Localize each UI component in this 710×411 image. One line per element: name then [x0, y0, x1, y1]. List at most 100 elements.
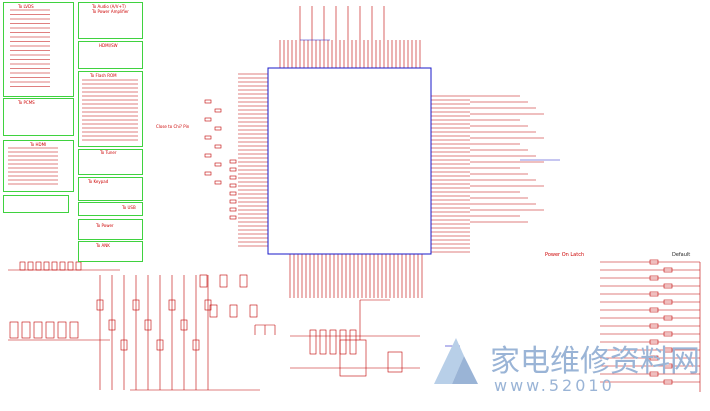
tuner-title: To Tuner [100, 150, 117, 155]
resistor [649, 307, 659, 313]
resistor [204, 99, 212, 104]
resistor [649, 355, 659, 361]
resistor [663, 299, 673, 305]
resistor [649, 323, 659, 329]
hdmi-switch-block [78, 41, 143, 69]
audio-title: To Audio (A/V+T) [92, 4, 126, 9]
resistor [204, 153, 212, 158]
audio-block [78, 2, 143, 39]
component [192, 339, 200, 351]
resistor [663, 283, 673, 289]
resistor [663, 347, 673, 353]
inductor [9, 321, 19, 339]
resistor [229, 183, 237, 188]
component-layer [9, 99, 673, 385]
power-title: To Power [96, 223, 114, 228]
resistor [229, 167, 237, 172]
inductor [45, 321, 55, 339]
resistor [229, 207, 237, 212]
resistor [214, 180, 222, 185]
component [239, 274, 248, 288]
regulator-ic [339, 339, 367, 377]
resistor [319, 329, 327, 355]
resistor [229, 199, 237, 204]
blue-net-layer [300, 39, 560, 347]
usb2-block [78, 202, 143, 216]
inductor [21, 321, 31, 339]
component [219, 274, 228, 288]
wire-layer [8, 6, 701, 392]
flash-block [78, 71, 143, 147]
inductor [69, 321, 79, 339]
inductor [57, 321, 67, 339]
component [132, 299, 140, 311]
resistor [649, 275, 659, 281]
resistor [229, 215, 237, 220]
usb-block [3, 195, 69, 213]
component [229, 304, 238, 318]
resistor [214, 162, 222, 167]
resistor [229, 175, 237, 180]
resistor [204, 135, 212, 140]
inductor [33, 321, 43, 339]
resistor [649, 291, 659, 297]
resistor [214, 126, 222, 131]
component [156, 339, 164, 351]
resistor [663, 363, 673, 369]
main-ic-outline [267, 67, 432, 255]
cap [35, 261, 42, 271]
tuner-block [78, 149, 143, 175]
ank-block [78, 241, 143, 262]
resistor [204, 117, 212, 122]
cap [43, 261, 50, 271]
component [209, 304, 218, 318]
cap [75, 261, 82, 271]
component [199, 274, 208, 288]
component [120, 339, 128, 351]
power-block [78, 219, 143, 240]
main-ic [267, 67, 432, 255]
cap [27, 261, 34, 271]
pcms-block [3, 98, 74, 136]
component [108, 319, 116, 331]
lvds-block [3, 2, 74, 97]
resistor [649, 371, 659, 377]
resistor [663, 331, 673, 337]
cap [19, 261, 26, 271]
component [168, 299, 176, 311]
component [180, 319, 188, 331]
hdmi-block [3, 140, 74, 192]
cap [59, 261, 66, 271]
resistor [663, 315, 673, 321]
resistor [663, 379, 673, 385]
resistor [204, 171, 212, 176]
hdmi-title: To HDMI [30, 142, 47, 147]
resistor [309, 329, 317, 355]
flash-title: To Flash ROM [90, 73, 117, 78]
regulator [387, 351, 403, 373]
watermark-url: www.52010 [494, 376, 615, 395]
keypad-title: To Keypad [88, 179, 109, 184]
hdmi-switch-title: HDMI/SW [99, 43, 118, 48]
audio-subtitle: To Power Amplifier [92, 9, 129, 14]
cap [67, 261, 74, 271]
resistor [339, 329, 347, 355]
resistor [214, 108, 222, 113]
component [249, 304, 258, 318]
component [144, 319, 152, 331]
resistor [329, 329, 337, 355]
resistor [229, 159, 237, 164]
resistor [214, 144, 222, 149]
keypad-block [78, 177, 143, 201]
resistor [349, 329, 357, 355]
cap [51, 261, 58, 271]
ank-title: To ANK [96, 243, 110, 248]
usb-title: To USB [122, 205, 136, 210]
resistor [649, 259, 659, 265]
resistor [663, 267, 673, 273]
resistor [649, 339, 659, 345]
resistor [229, 191, 237, 196]
close-to-ic-note: Close to Chi? Pin [156, 124, 190, 129]
component [96, 299, 104, 311]
